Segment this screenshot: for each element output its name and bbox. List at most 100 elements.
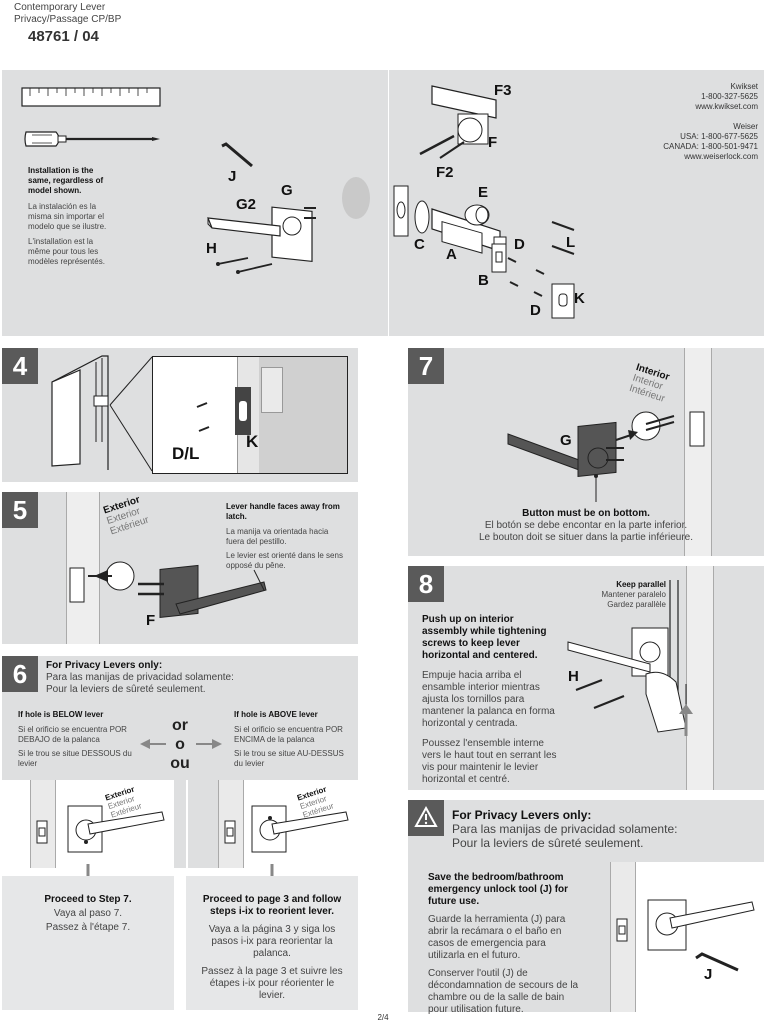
parts-panel xyxy=(2,70,764,336)
exterior-lever-g-illustration xyxy=(207,206,316,263)
step-6-above-fr: Si le trou se situe AU-DESSUS du levier xyxy=(234,749,344,768)
step-8-up-arrow xyxy=(679,704,693,736)
step-5-note-es: La manija va orientada hacia fuera del p… xyxy=(226,527,329,546)
step-8-screws-h xyxy=(575,678,625,710)
product-name: Contemporary Lever Privacy/Passage CP/BP xyxy=(14,2,121,26)
step-6-above-es: Si el orificio se encuentra POR ENCIMA d… xyxy=(234,725,343,744)
step-5-note: Lever handle faces away from latch. La m… xyxy=(226,502,348,571)
install-note: Installation is the same, regardless of … xyxy=(28,166,108,267)
page-number: 2/4 xyxy=(377,1013,389,1022)
door-edge-illustration xyxy=(393,185,409,237)
step-6-proceed-3-en: Proceed to page 3 and follow steps i-ix … xyxy=(202,894,342,917)
step-5-note-en: Lever handle faces away from latch. xyxy=(226,502,340,521)
step-4-label-dl: D/L xyxy=(172,444,200,463)
model-number: 48761 / 04 xyxy=(28,28,99,45)
step-4-number: 4 xyxy=(2,348,38,384)
step-7-number: 7 xyxy=(408,348,444,384)
step-8-push-es: Empuje hacia arriba el ensamble interior… xyxy=(422,670,555,729)
step-6-proceed-3: Proceed to page 3 and follow steps i-ix … xyxy=(200,894,344,1002)
step-7-lever-illustration xyxy=(507,421,624,478)
step-6-above-illustration xyxy=(186,780,358,868)
kwikset-phone: 1-800-327-5625 xyxy=(701,92,758,101)
privacy-label-j: J xyxy=(704,966,713,983)
step-6-below-option: If hole is BELOW lever Si el orificio se… xyxy=(18,710,138,769)
step-7-label-g: G xyxy=(560,432,572,449)
step-6-below-en: If hole is BELOW lever xyxy=(18,710,104,719)
interior-assembly-f-illustration xyxy=(419,85,497,159)
step-8-push-fr: Poussez l'ensemble interne vers le haut … xyxy=(422,738,557,785)
step-8-number: 8 xyxy=(408,566,444,602)
step-6-proceed-7-fr: Passez à l'étape 7. xyxy=(45,922,131,933)
privacy-save-fr: Conserver l'outil (J) de décondamnation … xyxy=(428,968,579,1015)
label-g2: G2 xyxy=(236,196,257,213)
privacy-title-fr: Pour la leviers de sûreté seulement. xyxy=(452,836,644,850)
step-6-or-en: or xyxy=(172,717,188,734)
step-6-arrows xyxy=(140,739,222,749)
step-6-or: or o ou xyxy=(164,716,196,773)
step-8-keep-en: Keep parallel xyxy=(616,580,666,589)
privacy-title: For Privacy Levers only: Para las manija… xyxy=(452,808,752,850)
step-6-number: 6 xyxy=(2,656,38,692)
step-8-push-note: Push up on interior assembly while tight… xyxy=(422,614,558,786)
door-hole-illustration xyxy=(342,177,370,219)
kwikset-name: Kwikset xyxy=(730,82,758,91)
product-line-2: Privacy/Passage CP/BP xyxy=(14,14,122,25)
label-j: J xyxy=(228,168,237,185)
step-7-note-fr: Le bouton doit se situer dans la partie … xyxy=(478,532,694,543)
privacy-save-en: Save the bedroom/bathroom emergency unlo… xyxy=(428,872,569,907)
step-6-proceed-7-es: Vaya al paso 7. xyxy=(53,908,123,919)
strike-plate-b-icon xyxy=(491,243,507,273)
step-5-latch-illustration xyxy=(69,561,135,603)
label-f3: F3 xyxy=(494,82,512,99)
step-4-detail-box xyxy=(152,356,348,474)
panel-divider xyxy=(388,70,389,336)
step-7-leader-line xyxy=(595,478,597,502)
step-6-proceed-3-fr: Passez à la page 3 et suivre les étapes … xyxy=(201,966,343,1001)
label-h: H xyxy=(206,240,217,257)
label-c: C xyxy=(414,236,425,253)
step-8-label-h: H xyxy=(568,668,579,685)
step-4-door-illustration xyxy=(51,355,109,470)
step-5-label-f: F xyxy=(146,612,156,629)
step-4-zoom-line xyxy=(109,356,153,472)
install-note-es: La instalación es la misma sin importar … xyxy=(28,202,107,231)
screwdriver-icon xyxy=(24,131,160,147)
step-7-door-edge xyxy=(684,348,712,556)
label-d: D xyxy=(514,236,525,253)
step-6-proceed-3-es: Vaya a la página 3 y siga los pasos i-ix… xyxy=(208,924,336,959)
unlock-tool-j-icon xyxy=(221,142,253,168)
step-8-push-en: Push up on interior assembly while tight… xyxy=(422,614,547,661)
step-8-keep-parallel: Keep parallel Mantener paralelo Gardez p… xyxy=(580,580,666,610)
step-6-title-en: For Privacy Levers only: xyxy=(46,660,163,671)
step-7-note-es: El botón se debe encontar en la parte in… xyxy=(484,520,688,531)
step-5-lever-illustration xyxy=(138,564,267,619)
label-a: A xyxy=(446,246,457,263)
label-f: F xyxy=(488,134,498,151)
step-6-below-illustration xyxy=(2,780,174,868)
warning-icon xyxy=(408,800,444,836)
step-6-proceed-7-box xyxy=(2,876,174,1010)
privacy-title-es: Para las manijas de privacidad solamente… xyxy=(452,822,678,836)
install-note-en: Installation is the same, regardless of … xyxy=(28,166,104,195)
label-b: B xyxy=(478,272,489,289)
screws-l-icon xyxy=(551,221,575,255)
contact-info: Kwikset 1-800-327-5625 www.kwikset.com W… xyxy=(600,82,758,162)
drive-spindle-e-icon xyxy=(464,204,490,226)
kwikset-web: www.kwikset.com xyxy=(695,102,758,111)
weiser-canada: CANADA: 1-800-501-9471 xyxy=(663,142,758,151)
privacy-white-area xyxy=(610,862,764,1012)
product-line-1: Contemporary Lever xyxy=(14,2,106,13)
strike-k-icon xyxy=(551,283,575,319)
step-6-below-es: Si el orificio se encuentra POR DEBAJO d… xyxy=(18,725,127,744)
step-6-below-fr: Si le trou se situe DESSOUS du levier xyxy=(18,749,132,768)
step-6-above-option: If hole is ABOVE lever Si el orificio se… xyxy=(234,710,354,769)
label-k: K xyxy=(574,290,585,307)
step-6-or-fr: ou xyxy=(170,755,190,772)
step-8-door-edge xyxy=(686,566,714,790)
step-6-or-es: o xyxy=(175,736,185,753)
label-f2: F2 xyxy=(436,164,454,181)
step-6-proceed-3-box xyxy=(186,876,358,1010)
step-7-note-en: Button must be on bottom. xyxy=(522,508,650,519)
step-6-proceed-7-en: Proceed to Step 7. xyxy=(44,894,132,905)
privacy-save-es: Guarde la herramienta (J) para abrir la … xyxy=(428,914,566,961)
